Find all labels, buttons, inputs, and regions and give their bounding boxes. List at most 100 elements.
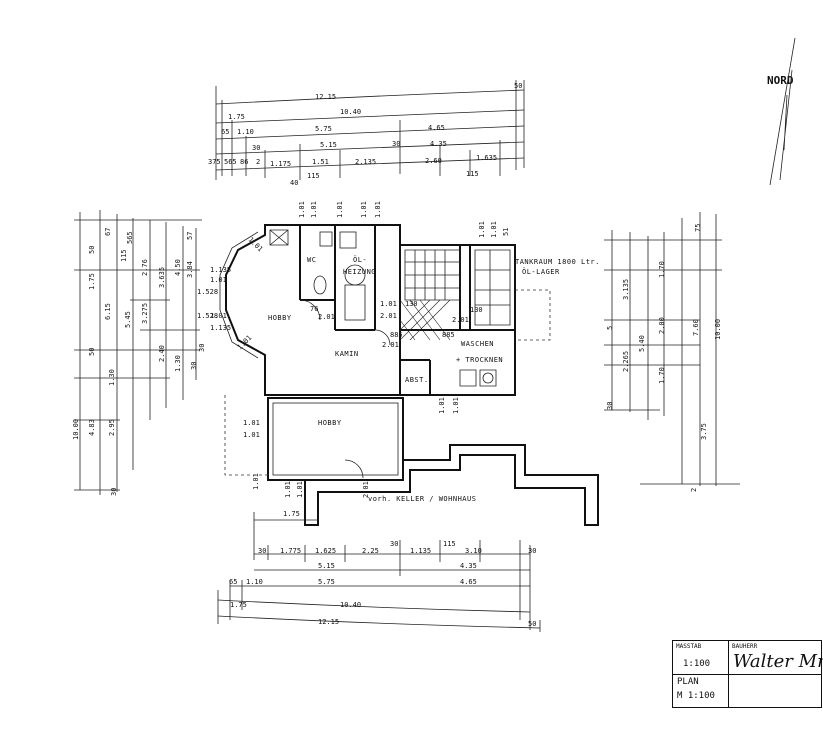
dim-bottom: 12.15	[318, 618, 339, 626]
tank-room-tanks	[474, 249, 511, 326]
dim-left: 4.83	[88, 419, 96, 436]
door-arc-wc	[299, 299, 321, 321]
room-label-keller: vorh. KELLER / WOHNHAUS	[368, 495, 476, 503]
dim-right: 2.265	[622, 351, 630, 372]
heating-boiler	[344, 264, 366, 286]
dim-right: 30	[606, 402, 614, 410]
dim-inner: 2.01	[362, 481, 370, 498]
dim-top: 2	[256, 158, 260, 166]
dim-inner: 2.01	[380, 312, 397, 320]
dim-bottom: 2.25	[362, 547, 379, 555]
dim-bottom: 1.75	[283, 510, 300, 518]
dim-inner: 130	[405, 300, 418, 308]
dim-inner: 51	[502, 228, 510, 236]
dim-top: 2.60	[425, 157, 442, 165]
dim-inner: 1.528	[197, 288, 218, 296]
dim-left: 2.40	[158, 345, 166, 362]
room-label-oel-heizung-1: ÖL-	[353, 255, 367, 264]
dim-inner: 1.01	[360, 201, 368, 218]
dim-inner: 76	[310, 305, 318, 313]
dim-right: 10.00	[714, 319, 722, 340]
dim-left: 6.15	[104, 303, 112, 320]
dim-inner: 1.01	[452, 397, 460, 414]
dim-bottom: 1.625	[315, 547, 336, 555]
dim-inner: 1.01	[380, 300, 397, 308]
dim-inner: 1.01	[438, 397, 446, 414]
dim-right: 3.75	[700, 423, 708, 440]
masstab-value: 1:100	[683, 659, 711, 669]
dim-left: 3.635	[158, 267, 166, 288]
dim-inner: 1.01	[310, 201, 318, 218]
dim-top: 1.51	[312, 158, 329, 166]
dim-top: 375	[208, 158, 221, 166]
dim-left: 50	[88, 246, 96, 254]
wash-machines	[459, 369, 497, 387]
dim-left: 1.30	[108, 369, 116, 386]
left-dimension-chains: 10.00 4.83 2.95 1.30 6.15 5.45 3.275 2.4…	[72, 210, 206, 496]
heating-unit-a	[339, 231, 357, 249]
wall-wc-heating	[299, 225, 376, 331]
dim-inner: 885	[442, 331, 455, 339]
room-label-hobby-main: HOBBY	[268, 314, 292, 322]
plan-value: M 1:100	[677, 691, 715, 701]
title-block-bauherr-cell: BAUHERR Walter Mn	[729, 641, 823, 675]
dim-inner: 1.01	[336, 201, 344, 218]
dim-right: 5.40	[638, 335, 646, 352]
dim-top: 86	[240, 158, 248, 166]
dim-inner: 130	[470, 306, 483, 314]
door-arc-heating	[374, 329, 391, 346]
room-label-wc: WC	[307, 256, 316, 264]
dim-left: 10.00	[72, 419, 80, 440]
dim-right: 1.70	[658, 367, 666, 384]
wall-abst	[400, 359, 431, 395]
wall-hobby-lower-inner	[272, 402, 399, 476]
dim-top: 1.75	[228, 113, 245, 121]
dim-inner: 2.01	[452, 316, 469, 324]
dim-left: 115	[120, 249, 128, 262]
dim-left: 3.84	[186, 261, 194, 278]
wc-basin	[319, 231, 333, 247]
door-arc-hobby-lower	[344, 459, 364, 479]
room-label-tankraum: TANKRAUM 1800 Ltr.	[515, 258, 600, 266]
dim-bottom: 30	[390, 540, 398, 548]
dim-top: 10.40	[340, 108, 361, 116]
dim-inner: 1.01	[298, 201, 306, 218]
dim-left: 1.30	[174, 355, 182, 372]
dim-bottom: 4.35	[460, 562, 477, 570]
bauherr-signature: Walter Mn	[733, 651, 823, 672]
dim-left: 565	[126, 231, 134, 244]
dim-left: 2.76	[141, 259, 149, 276]
dim-inner: 1.01	[490, 221, 498, 238]
dim-left: 5.45	[124, 311, 132, 328]
wall-existing-cellar	[304, 444, 599, 526]
dim-left: 67	[104, 228, 112, 236]
dim-top: 115	[307, 172, 320, 180]
masstab-label: MASSTAB	[676, 643, 702, 650]
dim-bottom: 65	[229, 578, 237, 586]
bay-window-outer	[219, 231, 259, 359]
north-arrow: NORD	[767, 37, 796, 186]
north-arrow-lines	[769, 37, 796, 186]
room-labels: HOBBY HOBBY WC ÖL- HEIZUNG KAMIN TANKRAU…	[268, 255, 600, 503]
title-block-masstab-cell: MASSTAB 1:100	[673, 641, 729, 675]
dim-left: 4.50	[174, 259, 182, 276]
dim-bottom: 5.75	[318, 578, 335, 586]
stair-landing-hatch	[399, 299, 451, 341]
dim-left: 50	[88, 348, 96, 356]
dim-bottom: 30	[528, 547, 536, 555]
dim-inner: 1.01	[243, 431, 260, 439]
dim-top: 30	[252, 144, 260, 152]
wc-toilet	[313, 275, 327, 295]
room-label-abst: ABST.	[405, 376, 429, 384]
dim-bottom: 1.75	[230, 601, 247, 609]
floor-plan-walls	[219, 224, 599, 526]
dim-bottom: 50	[528, 620, 536, 628]
stair-treads	[404, 249, 461, 301]
dim-inner: 1.01	[284, 481, 292, 498]
hobby-lower-dashed-extension	[224, 395, 268, 476]
dim-top: 1.10	[237, 128, 254, 136]
dim-bottom: 3.10	[465, 547, 482, 555]
dim-left: 30	[190, 362, 198, 370]
dim-inner: 1.01	[210, 312, 227, 320]
